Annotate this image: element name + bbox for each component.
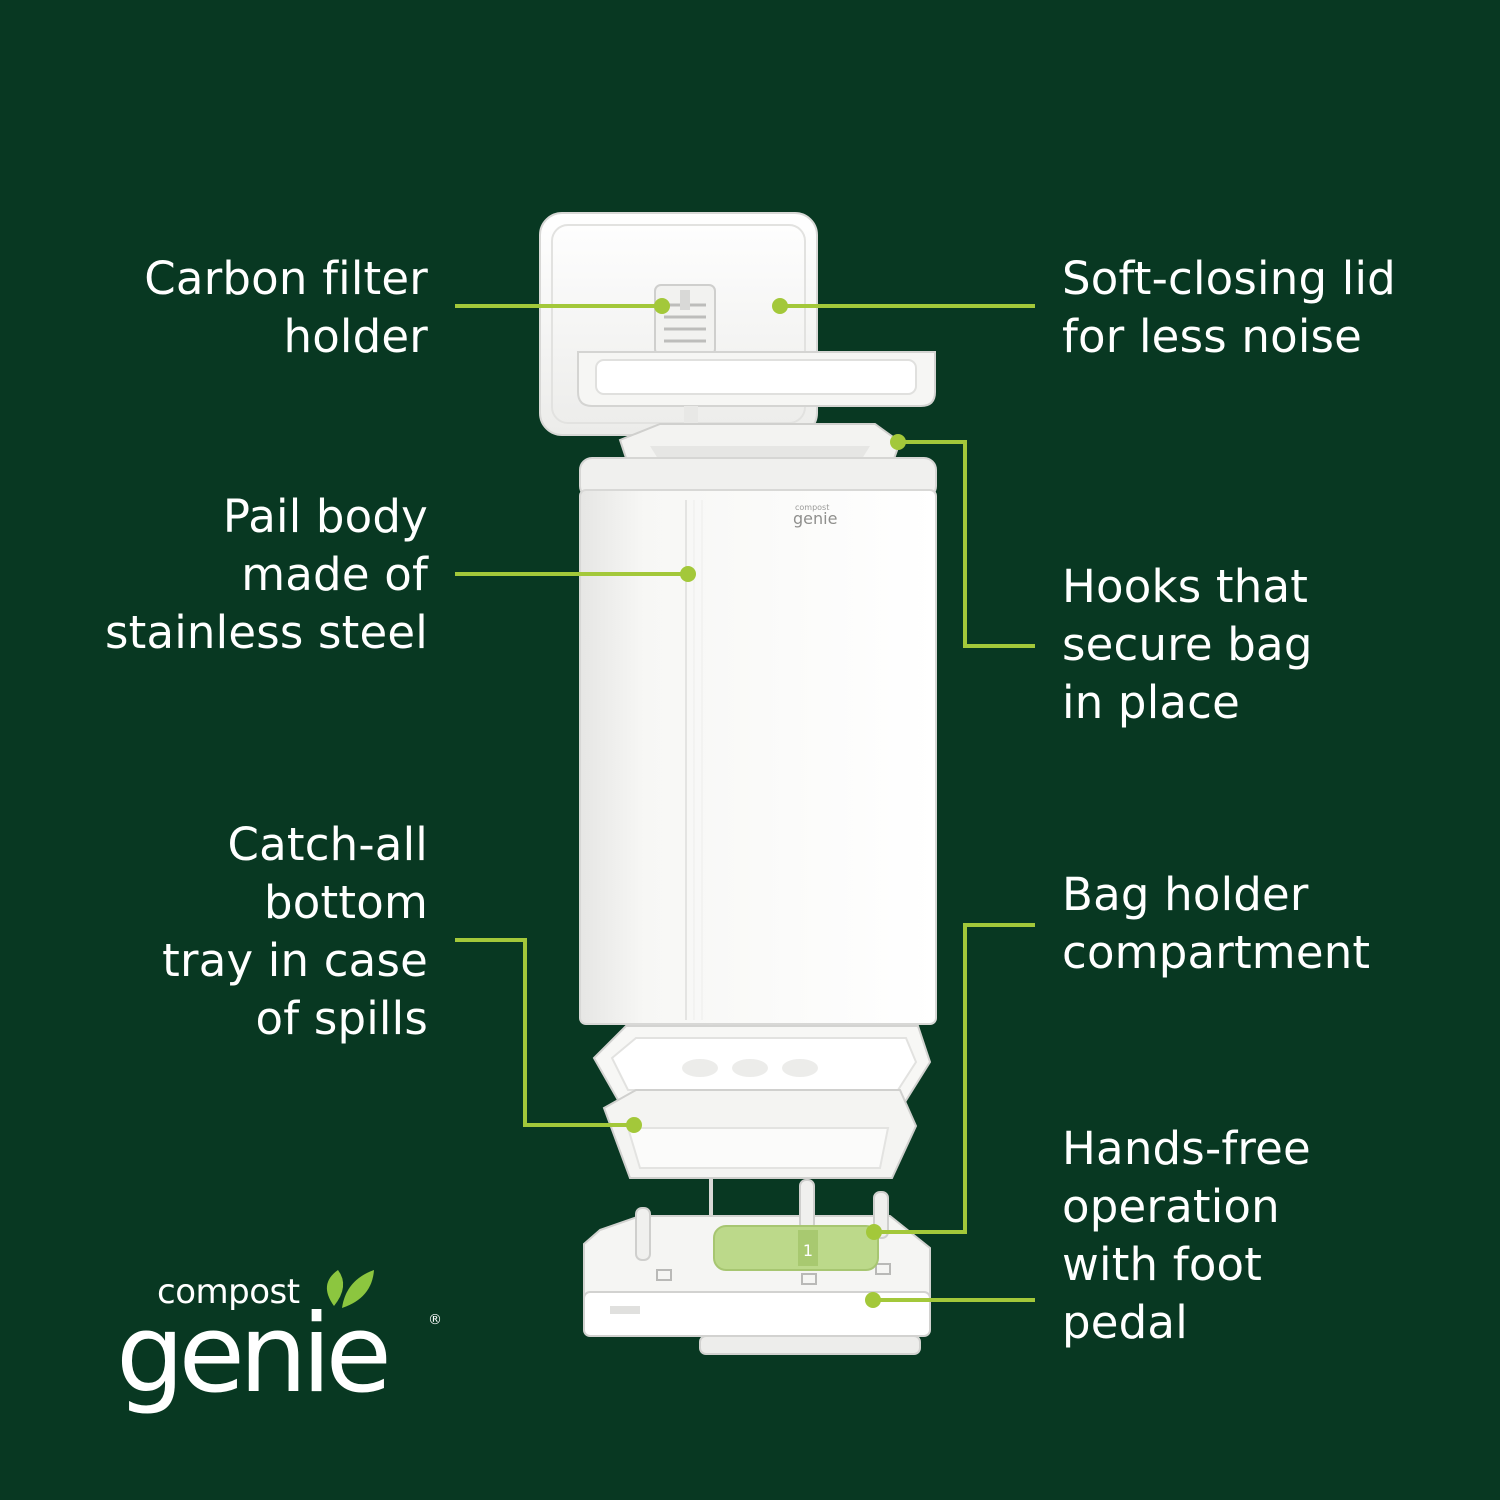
label-soft-lid: Soft-closing lid for less noise — [1062, 250, 1396, 366]
label-line: for less noise — [1062, 310, 1363, 363]
label-bag-holder: Bag holder compartment — [1062, 866, 1370, 982]
label-carbon-filter: Carbon filter holder — [144, 250, 428, 366]
label-line: pedal — [1062, 1296, 1188, 1349]
pail-logo-big: genie — [793, 509, 837, 528]
label-line: operation — [1062, 1180, 1280, 1233]
dot-pail-body — [680, 566, 696, 582]
label-line: made of — [241, 548, 428, 601]
dot-bag-holder — [866, 1224, 882, 1240]
label-pail-body: Pail body made of stainless steel — [105, 488, 428, 662]
bag-roll: 1 — [713, 1225, 879, 1271]
brand-logo-small-text: compost — [157, 1272, 300, 1312]
label-line: in place — [1062, 676, 1240, 729]
line-catch-tray — [455, 938, 634, 1127]
label-line: tray in case — [162, 934, 428, 987]
dot-carbon-filter — [654, 298, 670, 314]
callout-lines — [455, 304, 1035, 1302]
brand-logo-wordmark: genie — [116, 1292, 392, 1417]
label-hands-free: Hands-free operation with foot pedal — [1062, 1120, 1311, 1352]
dot-hooks — [890, 434, 906, 450]
label-line: Hooks that — [1062, 560, 1309, 613]
label-line: Bag holder — [1062, 868, 1309, 921]
roll-number: 1 — [803, 1241, 813, 1260]
label-catch-tray: Catch-all bottom tray in case of spills — [162, 816, 428, 1048]
pail-logo-small: compost — [795, 503, 829, 512]
label-line: compartment — [1062, 926, 1371, 979]
catch-all-tray — [602, 1089, 918, 1179]
pail-body — [579, 489, 937, 1025]
brand-registered-mark: ® — [428, 1312, 442, 1328]
label-line: Soft-closing lid — [1062, 252, 1396, 305]
dot-catch-tray — [626, 1117, 642, 1133]
dot-soft-lid — [772, 298, 788, 314]
label-line: Catch-all — [227, 818, 428, 871]
label-line: Hands-free — [1062, 1122, 1311, 1175]
callout-dots — [626, 298, 906, 1308]
line-hooks — [898, 440, 1035, 648]
dot-hands-free — [865, 1292, 881, 1308]
line-bag-holder — [874, 923, 1035, 1234]
brand-leaf-icon — [326, 1270, 374, 1308]
label-line: holder — [283, 310, 428, 363]
label-line: of spills — [255, 992, 428, 1045]
carbon-filter-holder — [654, 284, 716, 356]
label-line: secure bag — [1062, 618, 1313, 671]
label-line: Pail body — [222, 490, 428, 543]
label-hooks: Hooks that secure bag in place — [1062, 558, 1313, 732]
label-line: with foot — [1062, 1238, 1263, 1291]
label-line: Carbon filter — [144, 252, 428, 305]
foot-pedal — [699, 1335, 921, 1355]
inner-lid-frame — [577, 351, 936, 442]
label-line: stainless steel — [104, 606, 428, 659]
label-line: bottom — [264, 876, 428, 929]
